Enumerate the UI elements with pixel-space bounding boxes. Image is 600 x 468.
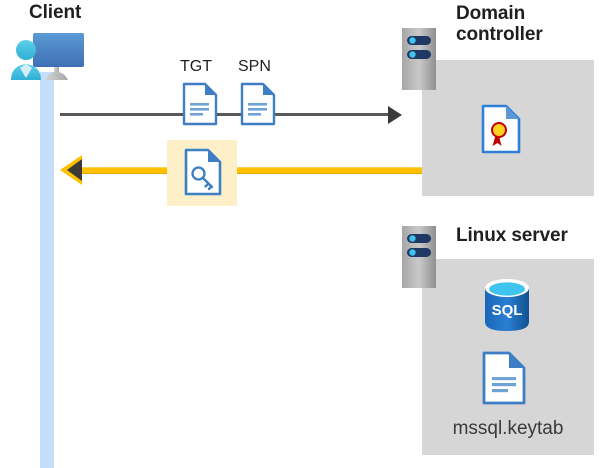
domain-controller-title: Domain controller — [456, 3, 596, 46]
spn-document-icon — [240, 82, 276, 131]
reply-flow-line — [78, 167, 422, 174]
sql-database-icon: SQL — [481, 277, 533, 338]
client-title: Client — [29, 2, 82, 23]
domain-controller-title-line1: Domain — [456, 3, 526, 24]
user-at-computer-icon — [9, 28, 99, 88]
keytab-document-icon — [482, 351, 526, 410]
domain-controller-server-icon — [402, 28, 436, 95]
request-flow-line — [60, 113, 390, 116]
certificate-document-icon — [481, 104, 521, 159]
keytab-filename-label: mssql.keytab — [452, 418, 564, 439]
key-document-icon — [184, 148, 222, 201]
tgt-label: TGT — [180, 58, 212, 75]
spn-label: SPN — [238, 58, 271, 75]
svg-text:SQL: SQL — [492, 302, 523, 319]
reply-flow-arrowhead-inner — [67, 159, 82, 181]
client-lifeline — [40, 72, 54, 468]
domain-controller-title-line2: controller — [456, 24, 543, 46]
request-flow-arrowhead — [388, 106, 402, 124]
tgt-document-icon — [182, 82, 218, 131]
linux-server-server-icon — [402, 226, 436, 293]
linux-server-title: Linux server — [456, 225, 568, 246]
